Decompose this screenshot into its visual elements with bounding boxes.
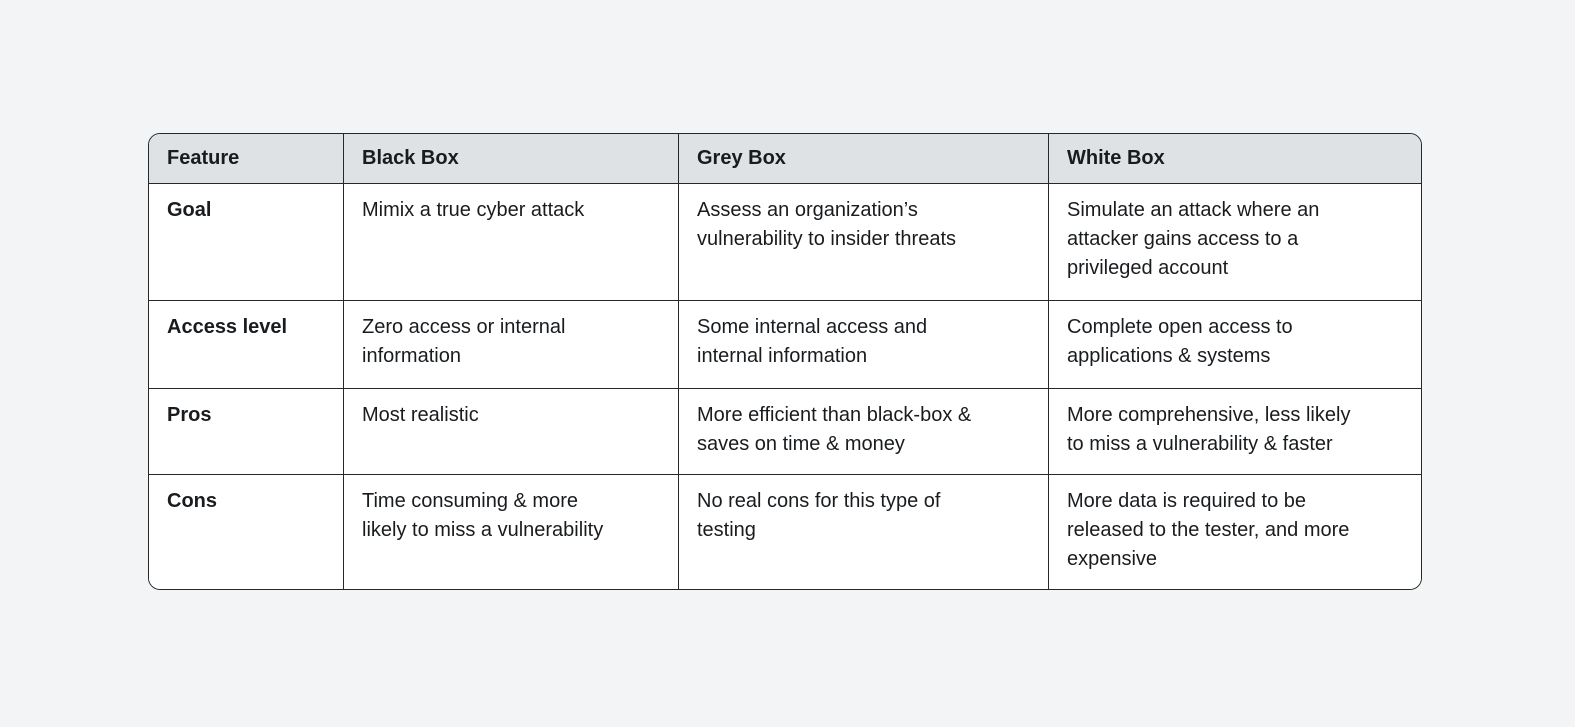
cell-access-level-white-box: Complete open access to applications & s…: [1049, 301, 1421, 389]
table-row-access-level: Access level Zero access or internal inf…: [149, 301, 1421, 389]
cell-cons-black-box: Time consuming & more likely to miss a v…: [344, 475, 679, 589]
row-header-cons: Cons: [149, 475, 344, 589]
pentest-comparison-table: Feature Black Box Grey Box White Box Goa…: [149, 134, 1421, 589]
row-header-pros: Pros: [149, 389, 344, 475]
cell-access-level-black-box: Zero access or internal information: [344, 301, 679, 389]
table-header-row: Feature Black Box Grey Box White Box: [149, 134, 1421, 184]
cell-cons-grey-box: No real cons for this type of testing: [679, 475, 1049, 589]
cell-cons-white-box: More data is required to be released to …: [1049, 475, 1421, 589]
row-header-goal: Goal: [149, 184, 344, 301]
cell-goal-grey-box: Assess an organization’s vulnerability t…: [679, 184, 1049, 301]
table-row-cons: Cons Time consuming & more likely to mis…: [149, 475, 1421, 589]
cell-pros-black-box: Most realistic: [344, 389, 679, 475]
pentest-comparison-card: Feature Black Box Grey Box White Box Goa…: [148, 133, 1422, 590]
cell-goal-black-box: Mimix a true cyber attack: [344, 184, 679, 301]
column-header-grey-box: Grey Box: [679, 134, 1049, 184]
cell-goal-white-box: Simulate an attack where an attacker gai…: [1049, 184, 1421, 301]
row-header-access-level: Access level: [149, 301, 344, 389]
cell-access-level-grey-box: Some internal access and internal inform…: [679, 301, 1049, 389]
cell-pros-white-box: More comprehensive, less likely to miss …: [1049, 389, 1421, 475]
cell-pros-grey-box: More efficient than black-box & saves on…: [679, 389, 1049, 475]
column-header-feature: Feature: [149, 134, 344, 184]
table-row-goal: Goal Mimix a true cyber attack Assess an…: [149, 184, 1421, 301]
column-header-white-box: White Box: [1049, 134, 1421, 184]
table-row-pros: Pros Most realistic More efficient than …: [149, 389, 1421, 475]
column-header-black-box: Black Box: [344, 134, 679, 184]
